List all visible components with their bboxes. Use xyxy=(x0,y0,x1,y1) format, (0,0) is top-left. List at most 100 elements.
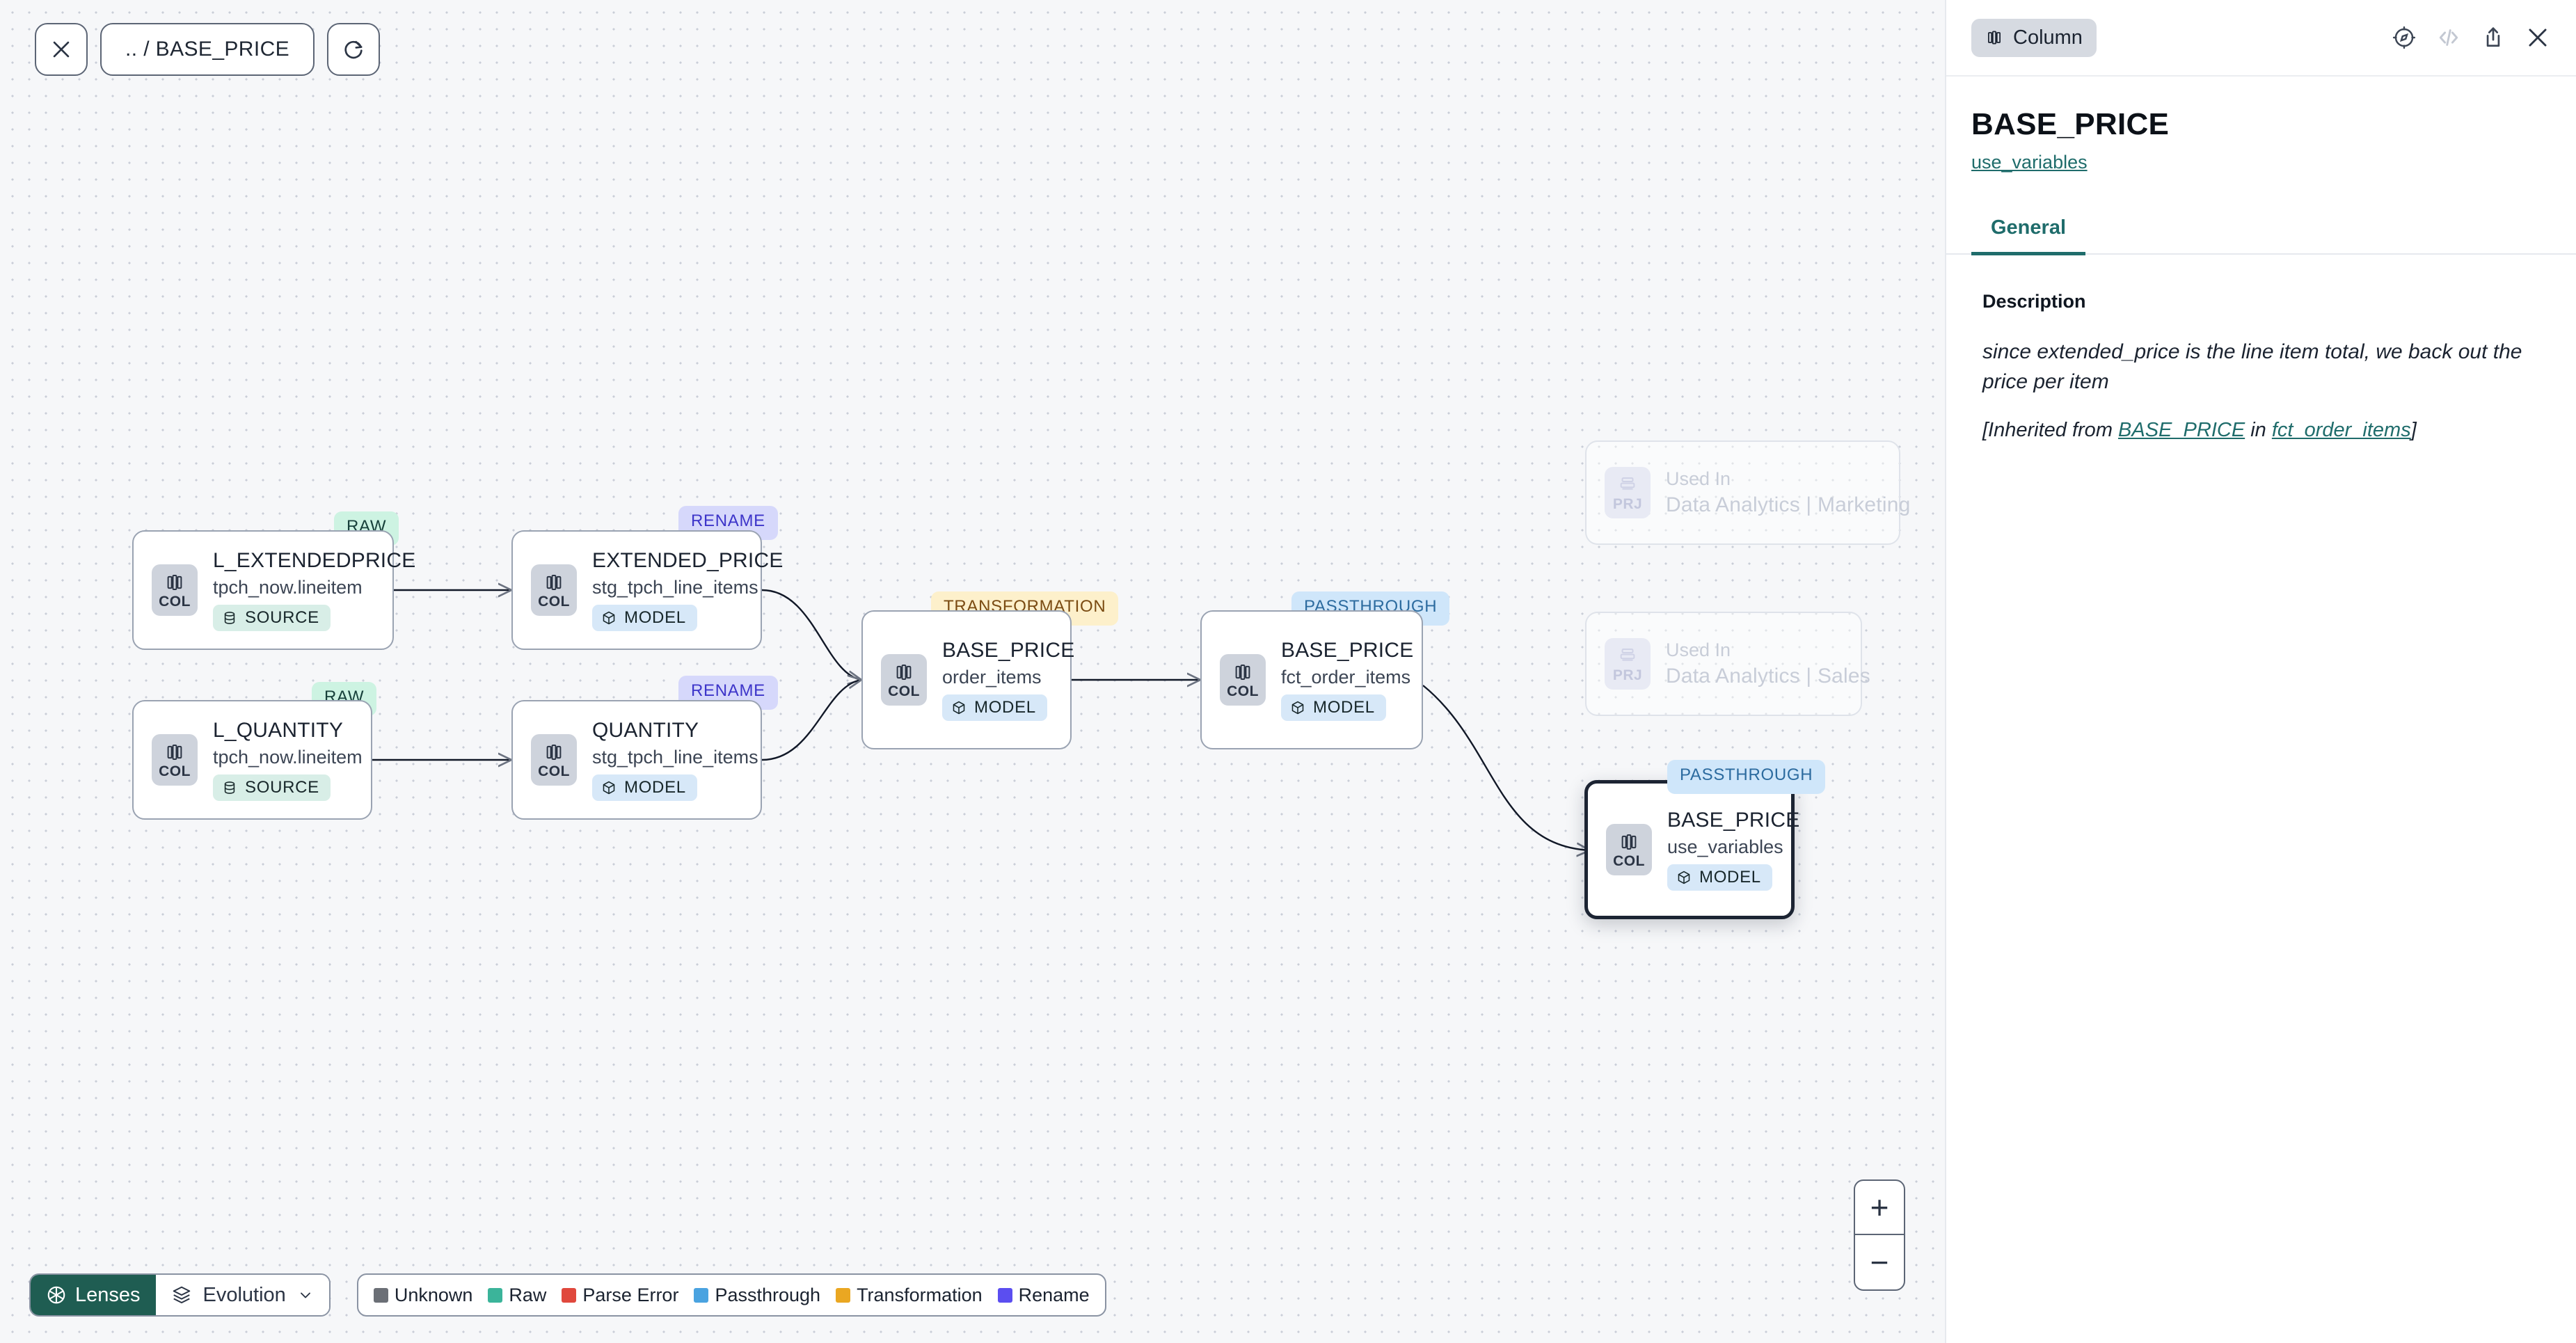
node-body: L_EXTENDEDPRICE tpch_now.lineitem SOURCE xyxy=(213,549,415,631)
type-badge-label: Column xyxy=(2013,26,2083,49)
refresh-icon xyxy=(342,38,365,61)
column-icon xyxy=(543,742,564,763)
legend-item-parse-error: Parse Error xyxy=(562,1285,678,1306)
zoom-out-button[interactable]: − xyxy=(1870,1244,1889,1280)
col-chip-label: COL xyxy=(538,593,570,610)
col-chip: COL xyxy=(531,734,577,786)
lenses-button[interactable]: Lenses xyxy=(31,1275,156,1315)
col-chip-label: COL xyxy=(159,763,191,779)
kind-label: SOURCE xyxy=(245,607,319,627)
node-used-in-sales[interactable]: PRJ Used In Data Analytics | Sales xyxy=(1585,612,1870,716)
col-chip: COL xyxy=(1220,654,1266,706)
close-button[interactable] xyxy=(35,23,88,76)
cube-icon xyxy=(951,700,967,715)
legend-item-unknown: Unknown xyxy=(373,1284,473,1306)
node-base-price-order-items[interactable]: COL BASE_PRICE order_items MODEL xyxy=(861,610,1074,749)
col-chip-label: COL xyxy=(538,763,570,779)
node-subtitle: Data Analytics | Sales xyxy=(1666,665,1870,688)
legend-label: Rename xyxy=(1018,1284,1090,1305)
node-used-in-marketing[interactable]: PRJ Used In Data Analytics | Marketing xyxy=(1585,440,1910,545)
node-body: EXTENDED_PRICE stg_tpch_line_items MODEL xyxy=(592,549,784,631)
project-icon xyxy=(1617,475,1638,495)
legend-item-rename: Rename xyxy=(997,1284,1090,1306)
kind-label: MODEL xyxy=(1313,697,1375,717)
kind-badge-source: SOURCE xyxy=(213,604,331,631)
description-body: since extended_price is the line item to… xyxy=(1982,340,2522,393)
node-l-quantity[interactable]: COL L_QUANTITY tpch_now.lineitem SOURCE xyxy=(132,700,372,820)
compass-icon[interactable] xyxy=(2391,24,2417,51)
lineage-canvas[interactable]: .. / BASE_PRICE RAW COL xyxy=(0,0,1945,1343)
node-base-price-fct-order-items[interactable]: COL BASE_PRICE fct_order_items MODEL xyxy=(1200,610,1423,749)
node-title: BASE_PRICE xyxy=(942,639,1075,662)
description-section: Description since extended_price is the … xyxy=(1946,255,2576,442)
legend-item-transformation: Transformation xyxy=(836,1285,983,1306)
cube-icon xyxy=(1676,870,1692,885)
legend-swatch xyxy=(562,1287,577,1303)
type-badge[interactable]: Column xyxy=(1971,18,2097,57)
node-body: Used In Data Analytics | Marketing xyxy=(1666,468,1910,517)
page-title: BASE_PRICE xyxy=(1971,107,2170,141)
col-chip-label: COL xyxy=(1227,683,1259,699)
kind-label: MODEL xyxy=(1699,867,1761,887)
col-chip: COL xyxy=(1606,824,1652,875)
column-icon xyxy=(1619,832,1639,852)
zoom-in-button[interactable]: + xyxy=(1855,1181,1904,1235)
kind-label: MODEL xyxy=(624,607,686,627)
column-icon xyxy=(164,742,185,763)
kind-label: SOURCE xyxy=(245,777,319,797)
share-icon[interactable] xyxy=(2480,24,2506,51)
node-title: BASE_PRICE xyxy=(1281,639,1414,662)
col-chip: COL xyxy=(881,654,927,706)
refresh-button[interactable] xyxy=(327,23,381,76)
prj-chip: PRJ xyxy=(1605,467,1651,518)
col-chip: COL xyxy=(152,734,198,786)
inherited-column-link[interactable]: BASE_PRICE xyxy=(2118,419,2245,442)
column-icon xyxy=(1232,662,1253,683)
evolution-dropdown[interactable]: Evolution xyxy=(155,1275,329,1315)
prj-chip-label: PRJ xyxy=(1612,667,1643,683)
database-icon xyxy=(222,780,237,795)
close-icon[interactable] xyxy=(2525,24,2551,51)
model-link[interactable]: use_variables xyxy=(1971,152,2088,173)
node-quantity[interactable]: COL QUANTITY stg_tpch_line_items MODEL xyxy=(511,700,762,820)
panel-header: Column xyxy=(1946,0,2576,77)
column-icon xyxy=(893,662,914,683)
node-title: L_EXTENDEDPRICE xyxy=(213,549,416,573)
node-extended-price[interactable]: COL EXTENDED_PRICE stg_tpch_line_items M… xyxy=(511,530,783,650)
kind-badge-model: MODEL xyxy=(1281,694,1386,721)
tab-general[interactable]: General xyxy=(1971,216,2085,255)
node-body: L_QUANTITY tpch_now.lineitem SOURCE xyxy=(213,719,363,801)
legend-label: Passthrough xyxy=(715,1284,821,1305)
node-title: L_QUANTITY xyxy=(213,719,344,742)
kind-label: MODEL xyxy=(624,777,686,797)
node-l-extendedprice[interactable]: COL L_EXTENDEDPRICE tpch_now.lineitem SO… xyxy=(132,530,415,650)
cube-icon xyxy=(601,780,617,795)
kind-badge-source: SOURCE xyxy=(213,774,331,801)
node-base-price-use-variables[interactable]: COL BASE_PRICE use_variables MODEL xyxy=(1584,780,1799,919)
node-body: Used In Data Analytics | Sales xyxy=(1666,639,1870,688)
aperture-icon xyxy=(46,1285,67,1305)
legend-label: Unknown xyxy=(394,1284,473,1305)
legend-label: Parse Error xyxy=(582,1284,679,1305)
inherited-prefix: [Inherited from xyxy=(1982,419,2119,442)
prj-chip-label: PRJ xyxy=(1612,495,1643,512)
description-heading: Description xyxy=(1982,291,2086,312)
kind-badge-model: MODEL xyxy=(592,774,697,801)
inherited-model-link[interactable]: fct_order_items xyxy=(2271,419,2411,442)
node-subtitle: stg_tpch_line_items xyxy=(592,746,758,768)
legend-swatch xyxy=(488,1287,503,1303)
legend-label: Transformation xyxy=(857,1284,983,1305)
chevron-down-icon xyxy=(297,1287,314,1303)
legend-item-raw: Raw xyxy=(488,1285,546,1306)
lenses-group: Lenses Evolution xyxy=(29,1273,331,1317)
col-chip-label: COL xyxy=(159,593,191,610)
node-body: BASE_PRICE order_items MODEL xyxy=(942,639,1074,721)
lenses-label: Lenses xyxy=(75,1283,141,1306)
breadcrumb[interactable]: .. / BASE_PRICE xyxy=(100,23,315,76)
evolution-label: Evolution xyxy=(202,1283,286,1306)
col-chip-label: COL xyxy=(888,683,920,699)
code-icon[interactable] xyxy=(2435,24,2462,51)
node-used-in-label: Used In xyxy=(1666,468,1731,490)
legend-item-passthrough: Passthrough xyxy=(694,1285,820,1306)
cube-icon xyxy=(601,610,617,626)
